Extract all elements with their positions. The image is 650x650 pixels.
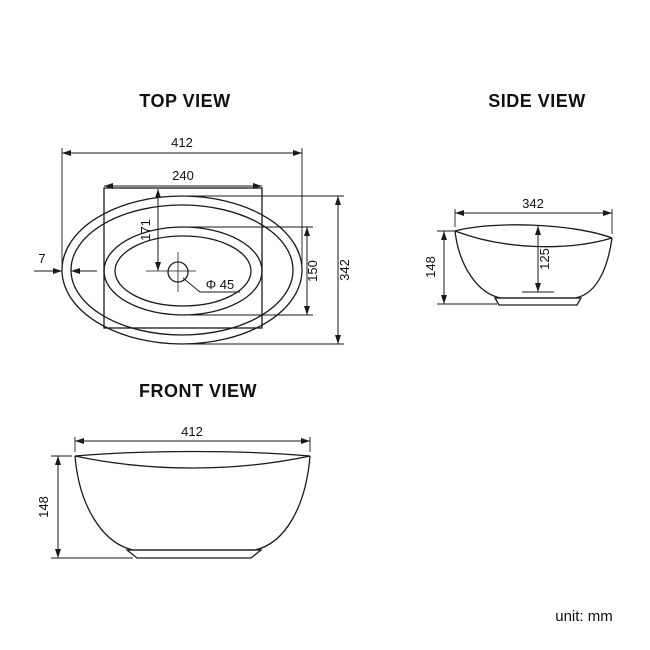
- side-view: SIDE VIEW 342 148 125: [423, 91, 613, 306]
- dim-top-overall-width: 412: [171, 135, 193, 150]
- front-view-drawing: [74, 450, 311, 559]
- side-rim-upper-curve: [454, 224, 613, 239]
- basin-bounding-box: [103, 187, 263, 329]
- dim-front-overall-width: 412: [181, 424, 203, 439]
- outer-rim-ellipse: [61, 195, 303, 345]
- front-view: FRONT VIEW 412 148: [36, 381, 311, 559]
- front-body-outline: [74, 455, 311, 551]
- dim-side-inner-depth: 125: [537, 248, 552, 270]
- dim-top-drain-offset: 171: [138, 219, 153, 241]
- dim-top-overall-depth: 342: [337, 259, 352, 281]
- dim-top-basin-depth: 150: [305, 260, 320, 282]
- front-base-foot: [125, 549, 263, 559]
- top-view-dimensions: 412 240 171 150 342 7 Φ 45: [34, 135, 352, 345]
- dim-front-overall-height: 148: [36, 496, 51, 518]
- side-rim-lower-curve: [454, 230, 613, 248]
- top-view-drawing: [61, 187, 303, 345]
- front-view-dimensions: 412 148: [36, 424, 311, 559]
- side-view-drawing: [454, 224, 613, 306]
- dim-side-overall-height: 148: [423, 256, 438, 278]
- side-view-title: SIDE VIEW: [488, 91, 586, 111]
- dim-side-overall-width: 342: [522, 196, 544, 211]
- dim-top-basin-width: 240: [172, 168, 194, 183]
- basin-ellipse: [103, 226, 263, 316]
- front-view-title: FRONT VIEW: [139, 381, 257, 401]
- front-rim-upper-curve: [74, 450, 311, 457]
- front-rim-lower-curve: [74, 455, 311, 469]
- side-body-outline: [454, 230, 613, 299]
- top-view: TOP VIEW 412 240 171: [34, 91, 352, 345]
- drain-leader-line: [182, 277, 240, 293]
- dim-top-rim-thickness: 7: [38, 251, 45, 266]
- unit-label: unit: mm: [555, 608, 613, 625]
- top-view-title: TOP VIEW: [139, 91, 230, 111]
- basin-bottom-ellipse: [114, 235, 252, 307]
- side-base-foot: [493, 297, 583, 306]
- dim-top-drain-diameter: Φ 45: [206, 277, 234, 292]
- side-view-dimensions: 342 148 125: [423, 196, 613, 305]
